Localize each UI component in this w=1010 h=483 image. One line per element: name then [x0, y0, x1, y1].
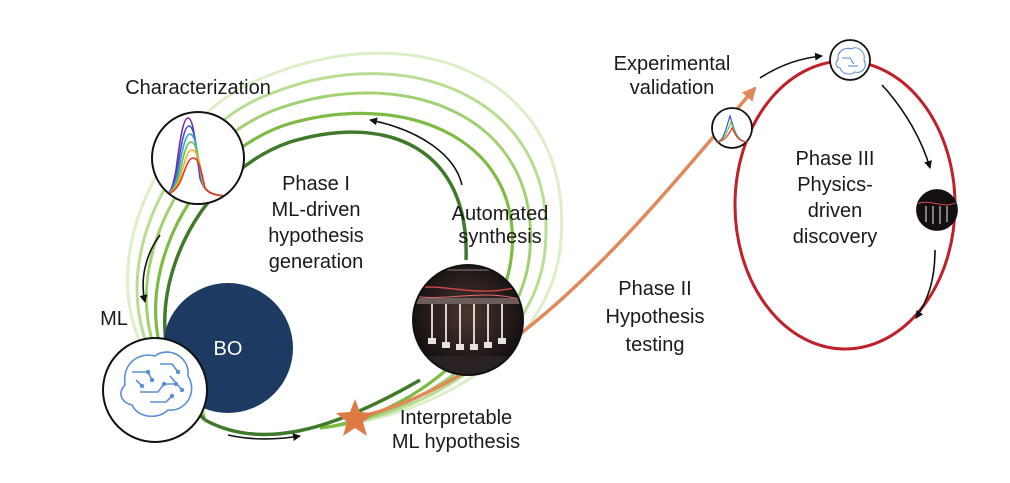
phase3-label: Phase III Physics- driven discovery: [793, 148, 877, 248]
svg-text:validation: validation: [630, 77, 715, 99]
svg-text:hypothesis: hypothesis: [268, 225, 364, 247]
spectra-plot-icon: [157, 117, 241, 198]
svg-text:synthesis: synthesis: [458, 226, 541, 248]
svg-text:discovery: discovery: [793, 226, 877, 248]
arrow-p3-right: [881, 84, 932, 169]
svg-text:Hypothesis: Hypothesis: [606, 306, 705, 328]
bo-label: BO: [214, 338, 243, 360]
phase3-lab-node: [916, 189, 958, 231]
mini-lab-icon: [917, 201, 957, 224]
characterization-node: [151, 111, 245, 205]
svg-text:Phase I: Phase I: [282, 173, 350, 195]
svg-text:Interpretable: Interpretable: [400, 407, 512, 429]
interpretable-hypothesis-star-icon: [336, 399, 374, 436]
arrow-bottom: [227, 433, 301, 442]
arrow-synth-top: [369, 117, 463, 186]
arrow-p3-lower: [915, 249, 936, 319]
characterization-label: Characterization: [125, 77, 271, 99]
synthesis-lab-node: [412, 264, 524, 376]
ml-brain-node: [102, 337, 208, 443]
svg-text:driven: driven: [808, 200, 862, 222]
mini-spectra-icon: [715, 114, 749, 143]
svg-text:Phase III: Phase III: [796, 148, 875, 170]
arrow-p3-top: [759, 52, 823, 79]
svg-text:Experimental: Experimental: [614, 53, 731, 75]
arrow-char-to-ml: [139, 234, 161, 303]
svg-text:Physics-: Physics-: [797, 174, 873, 196]
svg-text:generation: generation: [269, 251, 364, 273]
phase2-label: Phase II Hypothesis testing: [606, 278, 705, 356]
flow-arrows: [139, 52, 936, 442]
lab-robot-icon: [413, 269, 523, 375]
svg-text:ML hypothesis: ML hypothesis: [392, 431, 520, 453]
brain-nodes: [139, 369, 185, 399]
validation-node: [711, 107, 753, 149]
interpretable-hypothesis-label: Interpretable ML hypothesis: [392, 407, 520, 453]
svg-text:Automated: Automated: [452, 203, 549, 225]
svg-text:ML-driven: ML-driven: [272, 199, 361, 221]
ml-label: ML: [100, 308, 128, 330]
loop-dark-bottom: [204, 378, 421, 437]
phase2-arrow: [354, 86, 757, 420]
mini-brain-icon: [835, 47, 866, 75]
phase3-brain-node: [829, 39, 871, 81]
svg-text:Phase II: Phase II: [618, 278, 691, 300]
phase1-label: Phase I ML-driven hypothesis generation: [268, 173, 364, 273]
automated-synthesis-label: Automated synthesis: [452, 203, 549, 248]
experimental-validation-label: Experimental validation: [614, 53, 731, 99]
svg-text:testing: testing: [626, 334, 685, 356]
